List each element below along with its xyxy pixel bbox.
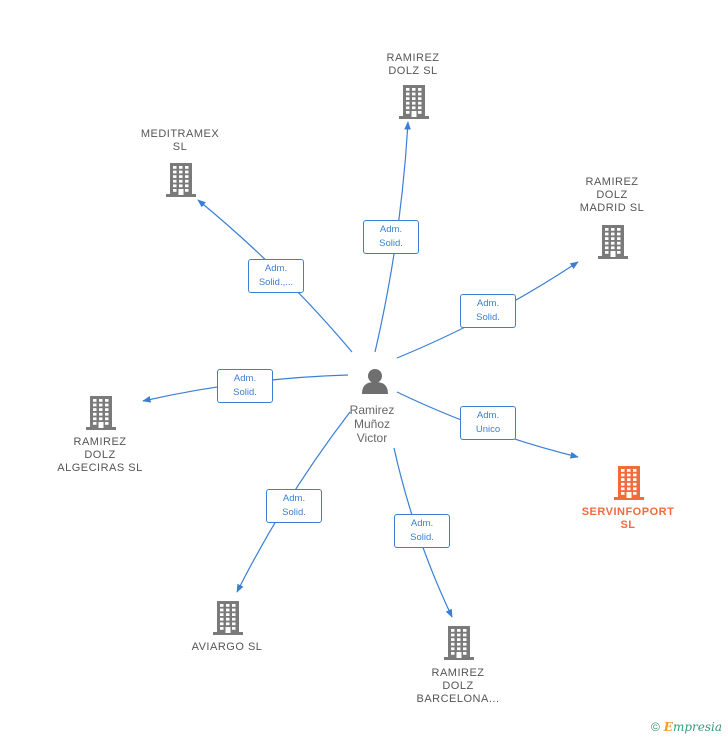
center-person-label[interactable]: Ramirez Muñoz Victor <box>349 403 395 445</box>
role-text: Adm. <box>476 298 500 309</box>
role-badge-ramirez-dolz-barcelona[interactable]: Adm. Solid. <box>394 514 450 548</box>
role-text: Solid.,... <box>258 277 294 288</box>
role-badge-meditramex-sl[interactable]: Adm. Solid.,... <box>248 259 304 293</box>
role-badge-servinfoport-sl[interactable]: Adm. Unico <box>460 406 516 440</box>
role-text: Adm. <box>282 493 306 504</box>
role-text: Adm. <box>264 263 288 274</box>
empresia-watermark: ©Empresia <box>651 720 722 734</box>
brand-name: mpresia <box>672 720 722 734</box>
company-label-servinfoport-sl[interactable]: SERVINFOPORT SL <box>581 506 675 531</box>
role-text: Solid. <box>233 387 257 398</box>
role-text: Solid. <box>379 238 403 249</box>
building-icon[interactable] <box>213 601 243 635</box>
company-label-ramirez-dolz-barcelona[interactable]: RAMIREZ DOLZ BARCELONA... <box>416 667 500 705</box>
copyright-symbol: © <box>650 720 660 734</box>
building-icon[interactable] <box>399 85 429 119</box>
role-text: Solid. <box>410 532 434 543</box>
role-text: Solid. <box>282 507 306 518</box>
company-label-ramirez-dolz-algeciras-sl[interactable]: RAMIREZ DOLZ ALGECIRAS SL <box>57 436 143 474</box>
role-text: Solid. <box>476 312 500 323</box>
company-label-aviargo-sl[interactable]: AVIARGO SL <box>191 641 263 653</box>
brand-initial: E <box>663 720 673 734</box>
role-text: Adm. <box>379 224 403 235</box>
building-icon[interactable] <box>614 466 644 500</box>
company-label-ramirez-dolz-madrid-sl[interactable]: RAMIREZ DOLZ MADRID SL <box>579 176 645 214</box>
role-text: Adm. <box>410 518 434 529</box>
company-label-meditramex-sl[interactable]: MEDITRAMEX SL <box>140 128 220 153</box>
person-icon <box>362 369 388 394</box>
building-icon[interactable] <box>166 163 196 197</box>
building-icon[interactable] <box>86 396 116 430</box>
role-badge-ramirez-dolz-algeciras-sl[interactable]: Adm. Solid. <box>217 369 273 403</box>
role-text: Adm. <box>233 373 257 384</box>
role-badge-ramirez-dolz-sl[interactable]: Adm. Solid. <box>363 220 419 254</box>
building-icon[interactable] <box>444 626 474 660</box>
company-label-ramirez-dolz-sl[interactable]: RAMIREZ DOLZ SL <box>386 52 440 77</box>
role-text: Unico <box>475 424 501 435</box>
building-icon[interactable] <box>598 225 628 259</box>
role-badge-ramirez-dolz-madrid-sl[interactable]: Adm. Solid. <box>460 294 516 328</box>
role-badge-aviargo-sl[interactable]: Adm. Solid. <box>266 489 322 523</box>
role-text: Adm. <box>476 410 500 421</box>
